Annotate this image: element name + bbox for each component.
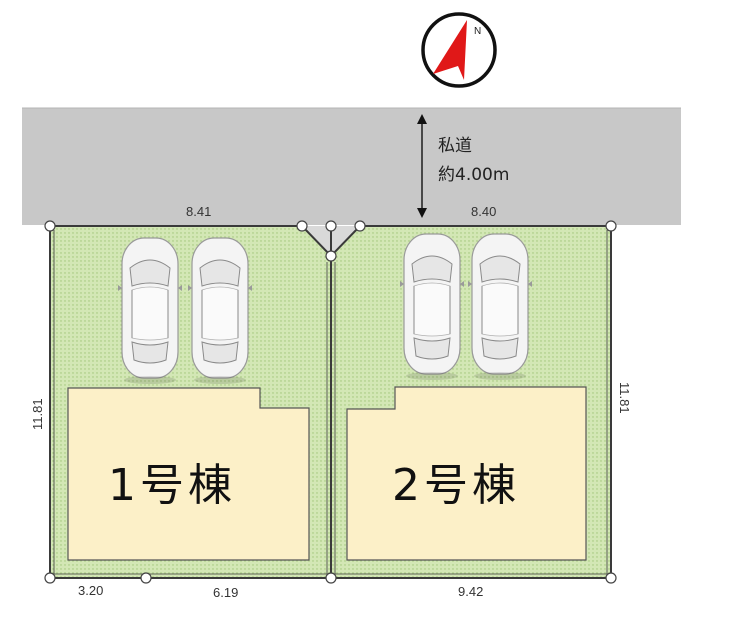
dim-top-left: 8.41 bbox=[186, 204, 211, 219]
building-2 bbox=[346, 386, 587, 561]
car-lot1-1 bbox=[117, 237, 183, 385]
road-width-arrow bbox=[417, 114, 427, 218]
car-lot2-2 bbox=[467, 233, 533, 381]
north-arrow-icon bbox=[433, 20, 467, 80]
road-name: 私道 bbox=[438, 136, 472, 156]
north-label: N bbox=[474, 26, 481, 37]
boundary-markers bbox=[44, 220, 617, 584]
car-lot2-1 bbox=[399, 233, 465, 381]
building-2-label: 2号棟 bbox=[392, 460, 520, 511]
lot-boundaries bbox=[49, 225, 612, 579]
dim-bottom-b: 6.19 bbox=[213, 585, 238, 600]
building-1 bbox=[67, 387, 310, 561]
dim-left-side: 11.81 bbox=[30, 398, 45, 430]
dim-top-right: 8.40 bbox=[471, 204, 496, 219]
road-width-label: 約4.00m bbox=[438, 165, 509, 185]
dim-bottom-c: 9.42 bbox=[458, 584, 483, 599]
private-road bbox=[22, 108, 681, 225]
compass: N bbox=[421, 12, 497, 88]
building-1-label: 1号棟 bbox=[108, 460, 236, 511]
car-lot1-2 bbox=[187, 237, 253, 385]
dim-bottom-a: 3.20 bbox=[78, 583, 103, 598]
dim-right-side: 11.81 bbox=[617, 382, 632, 414]
